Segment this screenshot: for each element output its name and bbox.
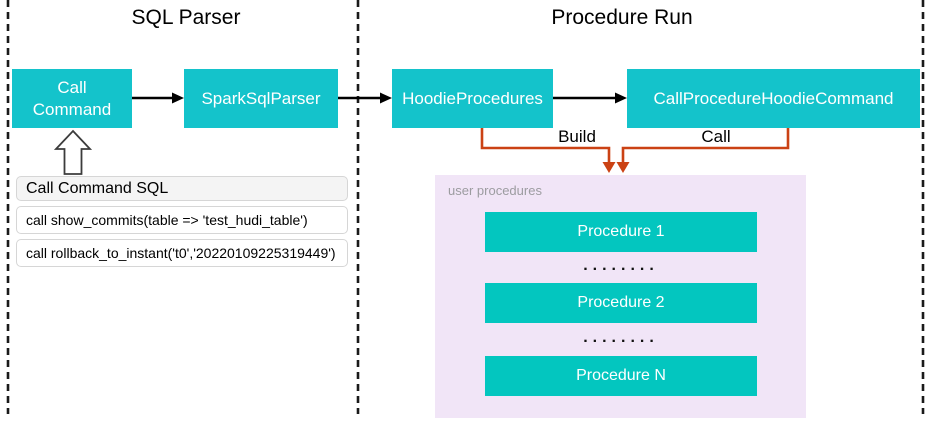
section-title-procedure-run: Procedure Run [551,6,693,29]
sql-panel-row: call rollback_to_instant('t0','202201092… [16,239,348,267]
section-title-sql-parser: SQL Parser [131,6,241,29]
node-procedure-1-label: Procedure 1 [577,223,665,240]
node-procedure-n: Procedure N [485,356,757,396]
node-procedure-n-label: Procedure N [576,367,666,384]
sql-panel-header: Call Command SQL [16,176,348,201]
node-call-procedure-hoodie-command-label: CallProcedureHoodieCommand [653,88,894,108]
arrow-hoodieprocedures-to-callprocedurehoodiecommand [553,92,627,104]
node-call-command-label-line1: Call [57,78,87,98]
connector-call [616,128,790,173]
edge-label-build: Build [558,127,596,146]
ellipsis-dots: ........ [583,257,659,274]
node-spark-sql-parser-label: SparkSqlParser [201,88,321,108]
node-spark-sql-parser: SparkSqlParser [184,69,338,128]
connector-build [480,128,616,173]
node-call-command: Call Command [12,69,132,128]
arrow-callcommand-to-sparksqlparser [132,92,184,104]
node-call-command-label-line2: Command [32,99,112,119]
user-procedures-label: user procedures [448,183,542,198]
node-hoodie-procedures-label: HoodieProcedures [402,88,543,108]
node-procedure-2-label: Procedure 2 [577,294,665,311]
arrow-sparksqlparser-to-hoodieprocedures [338,92,392,104]
node-procedure-2: Procedure 2 [485,283,757,323]
node-procedure-1: Procedure 1 [485,212,757,252]
sql-panel-row: call show_commits(table => 'test_hudi_ta… [16,206,348,234]
hollow-up-arrow [53,129,93,175]
node-call-procedure-hoodie-command: CallProcedureHoodieCommand [627,69,920,128]
ellipsis-dots: ........ [583,329,659,346]
edge-label-call: Call [701,127,731,146]
user-procedures-container: user procedures Procedure 1 ........ Pro… [435,175,806,418]
node-hoodie-procedures: HoodieProcedures [392,69,553,128]
